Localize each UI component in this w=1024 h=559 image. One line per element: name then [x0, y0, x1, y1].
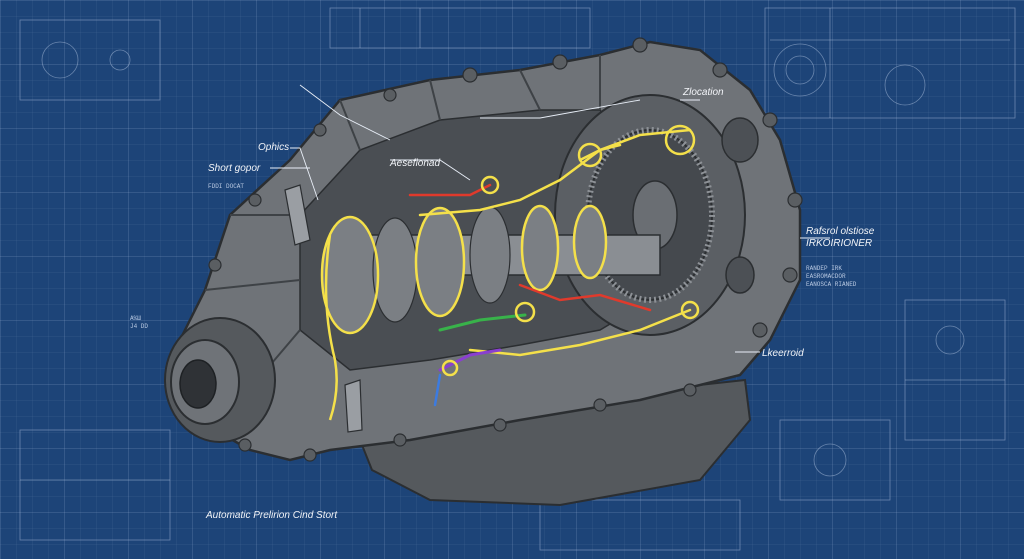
shift-lever [284, 184, 363, 433]
callouts: Zlocation Ophics Short gopor FDDI DOCAT … [130, 87, 875, 521]
label-assembled: Aesefionad [389, 158, 440, 169]
actuator-lines [408, 124, 700, 407]
label-hydraulic-sub: IRKOIRIONER [806, 238, 872, 249]
label-short-gopor: Short gopor [208, 163, 261, 174]
output-flange-icon [164, 317, 276, 443]
gear-train [320, 204, 661, 421]
label-hydraulic: Rafsrol olstiose [806, 226, 875, 237]
label-location: Zlocation [682, 87, 724, 98]
diagram-title: Automatic Prelirion Cind Stort [205, 510, 338, 521]
label-lever: Lkeerroid [762, 348, 804, 359]
label-short-gopor-sub: FDDI DOCAT [208, 183, 244, 190]
blueprint-sketches [19, 7, 1016, 551]
leader-lines [270, 84, 830, 353]
label-ophics: Ophics [258, 142, 289, 153]
